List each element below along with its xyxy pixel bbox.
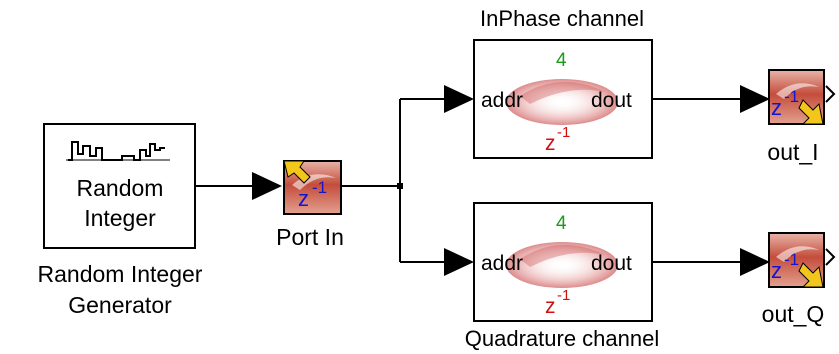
gateway-swirl xyxy=(776,246,819,262)
inphase-title: InPhase channel xyxy=(480,6,644,31)
out-q-block[interactable]: z -1 out_Q xyxy=(762,232,836,327)
generator-label-line2: Integer xyxy=(84,205,156,231)
gateway-in-icon xyxy=(283,160,311,184)
arrow-into-portin xyxy=(252,172,282,200)
inphase-channel-block[interactable]: InPhase channel 4 addr dout z -1 xyxy=(473,6,653,159)
arrow-into-inphase xyxy=(444,85,474,113)
portin-exp: -1 xyxy=(312,178,327,197)
quadrature-addr-port: addr xyxy=(481,252,523,275)
outq-z: z xyxy=(771,258,782,283)
quadrature-latency: 4 xyxy=(556,213,567,234)
xilinx-logo-icon xyxy=(506,242,618,288)
quadrature-z: z xyxy=(545,295,556,318)
inphase-latency: 4 xyxy=(556,50,567,71)
random-signal-icon xyxy=(68,141,165,161)
gateway-out-icon xyxy=(798,99,824,125)
branch-point xyxy=(397,183,403,189)
gateway-swirl xyxy=(776,83,819,99)
generator-caption-line1: Random Integer xyxy=(38,261,203,287)
out-i-label: out_I xyxy=(767,139,818,165)
random-integer-generator-block[interactable]: Random Integer Random Integer Generator xyxy=(38,123,203,318)
portin-label: Port In xyxy=(276,224,344,250)
portin-z: z xyxy=(298,186,309,211)
quadrature-exp: -1 xyxy=(557,287,570,304)
inphase-addr-port: addr xyxy=(481,89,523,112)
arrowheads xyxy=(252,85,770,276)
out-q-label: out_Q xyxy=(762,301,825,327)
wires xyxy=(196,98,744,263)
port-in-block[interactable]: z -1 Port In xyxy=(276,160,344,250)
xilinx-logo-icon xyxy=(506,79,618,125)
quadrature-channel-block[interactable]: 4 addr dout z -1 Quadrature channel xyxy=(465,202,659,351)
arrow-into-outi xyxy=(740,85,770,113)
quadrature-dout-port: dout xyxy=(591,252,632,275)
out-i-block[interactable]: z -1 out_I xyxy=(767,69,836,165)
arrow-into-quadrature xyxy=(444,248,474,276)
arrow-into-outq xyxy=(740,248,770,276)
generator-box xyxy=(43,123,196,249)
inphase-z: z xyxy=(545,132,556,155)
generator-caption-line2: Generator xyxy=(68,292,172,318)
outi-exp: -1 xyxy=(784,87,799,106)
inphase-dout-port: dout xyxy=(591,89,632,112)
out-i-port-chevron xyxy=(825,85,836,103)
outq-exp: -1 xyxy=(784,250,799,269)
inphase-swirl-stroke xyxy=(520,81,605,104)
generator-label-line1: Random xyxy=(77,175,164,201)
quadrature-swirl-stroke xyxy=(520,244,605,267)
quadrature-title: Quadrature channel xyxy=(465,326,659,351)
inphase-exp: -1 xyxy=(557,124,570,141)
gateway-out-icon xyxy=(798,262,824,288)
out-q-port-chevron xyxy=(825,248,836,266)
outi-z: z xyxy=(771,95,782,120)
gateway-box xyxy=(283,160,342,215)
